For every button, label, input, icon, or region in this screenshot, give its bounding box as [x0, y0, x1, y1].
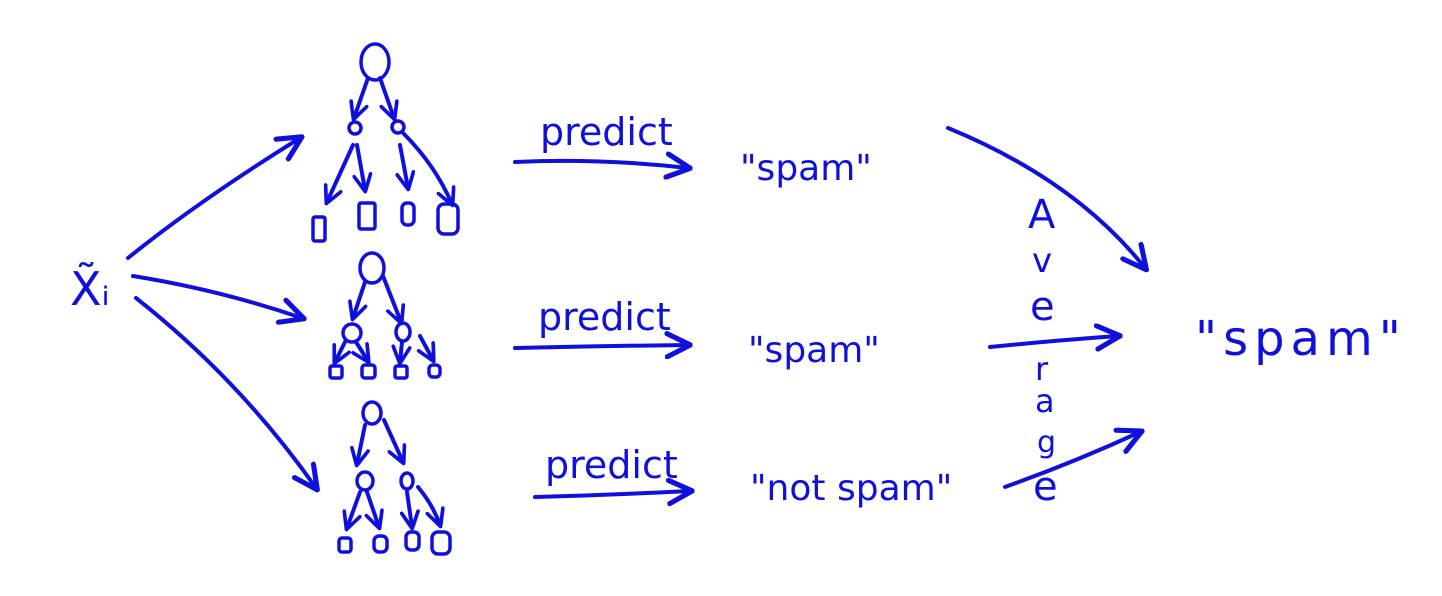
- aggregate-arrow-middle: [988, 336, 1118, 347]
- input-to-tree-arrows: [126, 138, 316, 488]
- aggregate-arrow-bottom: [1003, 432, 1140, 489]
- prediction-row-1: predict "spam": [513, 110, 872, 189]
- decision-tree-2: [328, 251, 442, 380]
- tree-2-leaf-node: [393, 364, 409, 380]
- predict-label: predict: [538, 295, 671, 339]
- tree-prediction: "spam": [740, 148, 872, 189]
- tree-3-leaf-node: [372, 534, 389, 554]
- tree-3-internal-node: [355, 470, 375, 492]
- average-label: A v e r a g e: [1028, 192, 1058, 510]
- tree-3-root-node: [361, 400, 383, 426]
- tree-3-leaf-node: [430, 530, 452, 556]
- tree-2-leaf-node: [328, 364, 344, 380]
- aggregation-arrows: [946, 126, 1145, 489]
- tree-2-internal-node: [341, 322, 363, 344]
- tree-3-leaf-node: [404, 530, 421, 552]
- tree-1-leaf-node: [400, 201, 416, 227]
- predict-arrow: [513, 345, 688, 348]
- average-letter: e: [1030, 284, 1055, 330]
- tree-2-leaf-node: [427, 363, 442, 379]
- arrow-input-to-tree-3: [134, 296, 316, 488]
- final-output: "spam": [1195, 311, 1407, 367]
- tree-3-internal-node: [399, 471, 415, 491]
- tree-1-leaf-node: [436, 202, 460, 236]
- input-label: X̃ᵢ: [70, 262, 110, 316]
- predict-label: predict: [540, 110, 673, 154]
- prediction-row-3: predict "not spam": [533, 443, 952, 509]
- arrow-input-to-tree-1: [126, 138, 300, 260]
- tree-prediction: "not spam": [750, 468, 952, 509]
- aggregate-arrow-top: [946, 126, 1145, 268]
- arrow-input-to-tree-2: [131, 274, 302, 318]
- tree-2-internal-node: [394, 321, 412, 343]
- tree-3-leaf-node: [337, 536, 353, 554]
- decision-tree-1: [311, 42, 460, 243]
- average-letter: A: [1028, 192, 1056, 238]
- tree-2-root-node: [358, 251, 386, 285]
- tree-1-internal-node: [347, 120, 363, 136]
- tree-1-root-node: [359, 42, 391, 82]
- average-letter: g: [1037, 425, 1056, 460]
- average-letter: r: [1035, 350, 1049, 388]
- predict-label: predict: [545, 443, 678, 487]
- tree-1-leaf-node: [311, 215, 327, 243]
- prediction-row-2: predict "spam": [513, 295, 880, 371]
- tree-1-internal-node: [390, 119, 406, 135]
- tree-1-leaf-node: [357, 201, 377, 231]
- tree-2-leaf-node: [360, 363, 377, 380]
- tree-prediction: "spam": [748, 330, 880, 371]
- average-letter: v: [1032, 241, 1052, 281]
- average-letter: e: [1033, 464, 1058, 510]
- predict-arrow: [513, 161, 688, 168]
- average-letter: a: [1035, 382, 1055, 420]
- predict-arrow: [533, 491, 690, 497]
- decision-tree-3: [337, 400, 452, 556]
